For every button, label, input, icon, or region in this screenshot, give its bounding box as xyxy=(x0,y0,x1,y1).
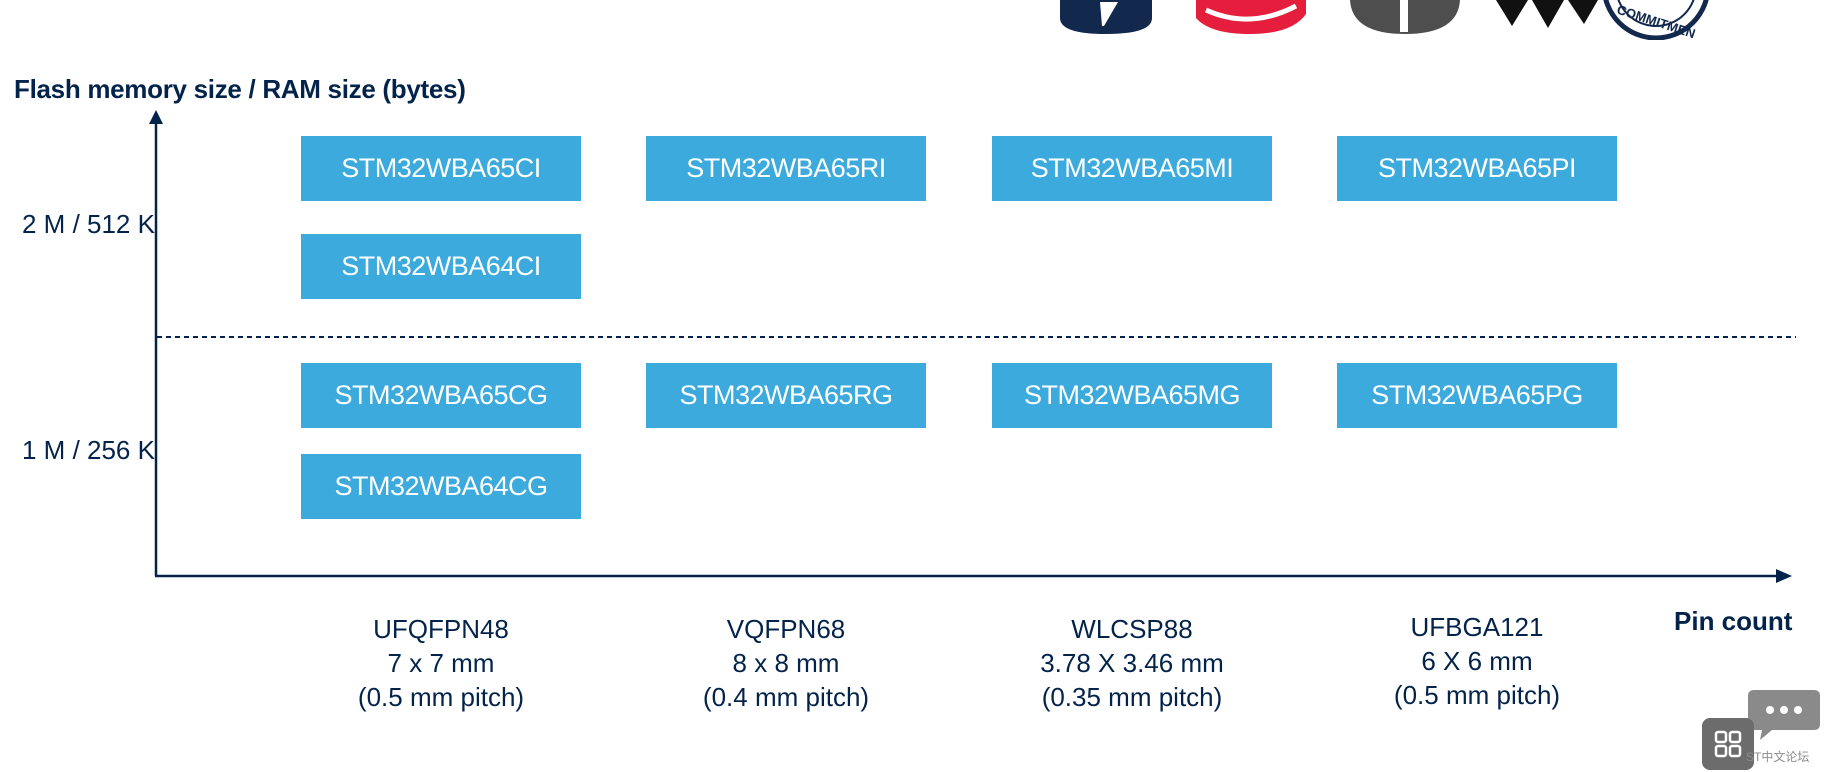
part-chip: STM32WBA65MG xyxy=(992,363,1272,428)
package-pitch: (0.35 mm pitch) xyxy=(1041,682,1223,712)
package-size: 7 x 7 mm xyxy=(387,648,495,678)
grid-menu-icon[interactable] xyxy=(1702,718,1754,770)
package-name: VQFPN68 xyxy=(726,614,846,644)
part-chip: STM32WBA64CG xyxy=(301,454,581,519)
red-swoosh-logo-icon xyxy=(1196,0,1306,34)
black-star-logo-icon xyxy=(1496,0,1598,28)
part-chip: STM32WBA64CI xyxy=(301,234,581,299)
part-chip: STM32WBA65PI xyxy=(1337,136,1617,201)
package-label: WLCSP88 3.78 X 3.46 mm (0.35 mm pitch) xyxy=(982,612,1282,714)
certification-logos: COMMITMEN xyxy=(1060,0,1709,40)
package-name: UFBGA121 xyxy=(1410,612,1544,642)
package-label: UFBGA121 6 X 6 mm (0.5 mm pitch) xyxy=(1327,610,1627,712)
package-size: 6 X 6 mm xyxy=(1421,646,1533,676)
package-name: WLCSP88 xyxy=(1071,614,1193,644)
package-pitch: (0.5 mm pitch) xyxy=(1393,680,1561,710)
package-name: UFQFPN48 xyxy=(373,614,509,644)
package-pitch: (0.4 mm pitch) xyxy=(702,682,870,712)
part-chip: STM32WBA65RG xyxy=(646,363,926,428)
chat-bubble-icon xyxy=(1748,690,1820,740)
x-axis-title: Pin count xyxy=(1674,606,1793,636)
x-axis-arrow xyxy=(1776,569,1792,583)
package-label: UFQFPN48 7 x 7 mm (0.5 mm pitch) xyxy=(291,612,591,714)
y-level-low-label: 1 M / 256 K xyxy=(22,435,155,465)
y-axis-arrow xyxy=(149,110,163,124)
part-chip: STM32WBA65MI xyxy=(992,136,1272,201)
blue-shield-logo-icon xyxy=(1060,0,1152,34)
package-size: 3.78 X 3.46 mm xyxy=(1040,648,1224,678)
y-axis-title: Flash memory size / RAM size (bytes) xyxy=(14,74,466,104)
package-label: VQFPN68 8 x 8 mm (0.4 mm pitch) xyxy=(636,612,936,714)
gray-circle-logo-icon xyxy=(1350,0,1460,34)
part-chip: STM32WBA65RI xyxy=(646,136,926,201)
y-level-high-label: 2 M / 512 K xyxy=(22,209,155,239)
part-chip: STM32WBA65CG xyxy=(301,363,581,428)
part-chip: STM32WBA65PG xyxy=(1337,363,1617,428)
package-size: 8 x 8 mm xyxy=(732,648,840,678)
part-chip: STM32WBA65CI xyxy=(301,136,581,201)
forum-caption: ST中文论坛 xyxy=(1746,750,1810,764)
package-pitch: (0.5 mm pitch) xyxy=(357,682,525,712)
grid-glyph-icon xyxy=(1714,730,1742,758)
forum-badge[interactable]: ST中文论坛 xyxy=(1702,686,1826,772)
